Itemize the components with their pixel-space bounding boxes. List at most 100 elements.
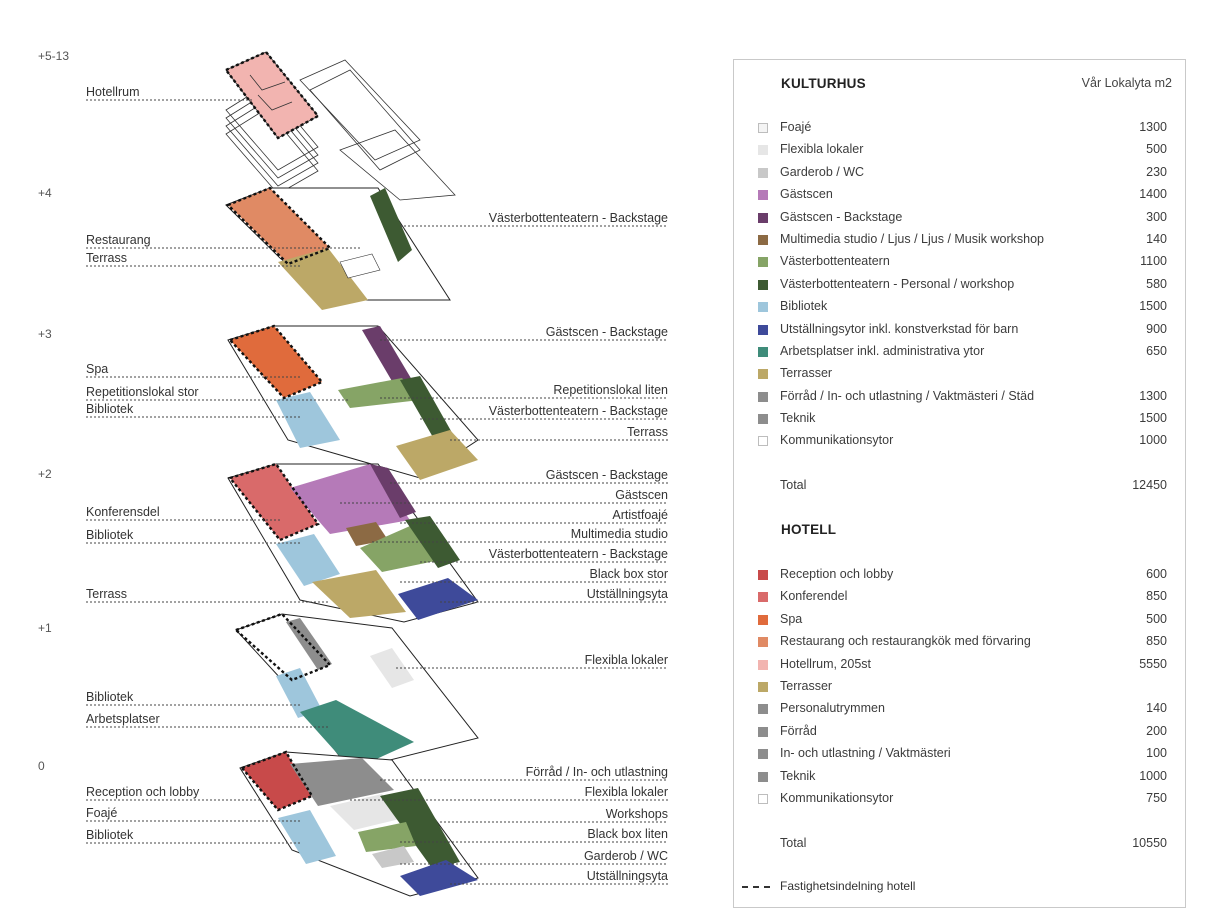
legend-value: 1300	[1139, 120, 1167, 134]
label-hotellrum: Hotellrum	[86, 85, 140, 99]
legend-value: 1000	[1139, 768, 1167, 783]
legend-row: Restaurang och restaurangkök med förvari…	[756, 633, 1167, 655]
label-l1-flexibla: Flexibla lokaler	[585, 653, 668, 667]
legend-value: 750	[1146, 790, 1167, 805]
legend-label: Terrasser	[780, 366, 833, 381]
color-swatch	[758, 279, 768, 290]
label-l2-multimedia: Multimedia studio	[571, 527, 668, 541]
color-swatch	[758, 659, 768, 670]
color-swatch	[758, 704, 768, 715]
color-swatch	[758, 145, 768, 156]
label-restaurang: Restaurang	[86, 233, 151, 247]
legend-value: 900	[1146, 321, 1167, 336]
legend-label: Restaurang och restaurangkök med förvari…	[780, 634, 1031, 649]
color-swatch	[758, 257, 768, 268]
legend-label: Förråd	[780, 723, 817, 738]
label-l3-rep-stor: Repetitionslokal stor	[86, 385, 199, 399]
floor-plate-level-3	[227, 324, 479, 480]
label-l2-utstallning: Utställningsyta	[587, 587, 668, 601]
color-swatch	[758, 167, 768, 178]
label-l2-artistfoaje: Artistfoajé	[612, 508, 668, 522]
footnote: Fastighetsindelning hotell	[742, 879, 915, 893]
label-l3-bibliotek: Bibliotek	[86, 402, 134, 416]
legend-label: Terrasser	[780, 678, 833, 693]
callout-labels: Hotellrum Västerbottenteatern - Backstag…	[86, 85, 668, 883]
label-l2-bibliotek: Bibliotek	[86, 528, 134, 542]
legend-label: Kommunikationsytor	[780, 433, 894, 448]
label-l1-arbetsplatser: Arbetsplatser	[86, 712, 160, 726]
label-l3-gastscen-backstage: Gästscen - Backstage	[546, 325, 668, 339]
axonometric-floor-diagram: .lead { stroke:#444; stroke-width:0.9; s…	[38, 49, 668, 897]
floor-plate-level-0	[239, 750, 479, 897]
label-l0-flexibla: Flexibla lokaler	[585, 785, 668, 799]
legend-row: Västerbottenteatern - Personal / worksho…	[756, 276, 1167, 298]
legend-row: Teknik 1500	[756, 410, 1167, 432]
total-label: Total	[780, 836, 807, 850]
color-swatch	[758, 749, 768, 760]
label-l0-foaje: Foajé	[86, 806, 117, 820]
legend-label: Hotellrum, 205st	[780, 656, 872, 671]
legend-row: Förråd / In- och utlastning / Vaktmäster…	[756, 388, 1167, 410]
legend-row: Multimedia studio / Ljus / Ljus / Musik …	[756, 231, 1167, 253]
color-swatch	[758, 592, 768, 603]
legend-row: Utställningsytor inkl. konstverkstad för…	[756, 321, 1167, 343]
legend-value: 1400	[1139, 187, 1167, 202]
label-l2-blackbox-stor: Black box stor	[589, 567, 668, 581]
dashed-line-symbol	[742, 885, 770, 888]
color-swatch	[758, 793, 768, 804]
label-l2-konferensdel: Konferensdel	[86, 505, 160, 519]
label-l1-bibliotek: Bibliotek	[86, 690, 134, 704]
callout-leaders	[86, 99, 668, 885]
legend-value: 1500	[1139, 299, 1167, 314]
color-swatch	[758, 302, 768, 313]
label-l0-blackbox-liten: Black box liten	[587, 827, 668, 841]
legend-label: Flexibla lokaler	[780, 142, 864, 157]
legend-label: Gästscen - Backstage	[780, 209, 903, 224]
label-l2-gastscen-backstage: Gästscen - Backstage	[546, 468, 668, 482]
legend-label: Spa	[780, 611, 803, 626]
floor-plate-level-5-13	[224, 50, 456, 201]
color-swatch	[758, 771, 768, 782]
color-swatch	[758, 212, 768, 223]
label-l2-backstage: Västerbottenteatern - Backstage	[489, 547, 668, 561]
legend-label: Teknik	[780, 411, 816, 426]
total-label: Total	[780, 478, 807, 492]
label-l3-terrass: Terrass	[627, 425, 668, 439]
label-l3-rep-liten: Repetitionslokal liten	[553, 383, 668, 397]
color-swatch	[758, 414, 768, 425]
color-swatch	[758, 436, 768, 447]
level-label: +1	[38, 621, 52, 635]
label-l0-workshops: Workshops	[606, 807, 668, 821]
legend-value: 850	[1146, 634, 1167, 649]
level-label: +2	[38, 467, 52, 481]
legend-label: Västerbottenteatern - Personal / worksho…	[780, 276, 1015, 291]
legend-label: Västerbottenteatern	[780, 254, 890, 269]
color-swatch	[758, 123, 768, 133]
kulturhus-title: KULTURHUS	[781, 76, 866, 91]
legend-value: 500	[1146, 142, 1167, 157]
label-l0-reception: Reception och lobby	[86, 785, 200, 799]
color-swatch	[758, 324, 768, 335]
legend-label: Gästscen	[780, 187, 833, 202]
legend-value: 200	[1146, 723, 1167, 738]
legend-value: 1300	[1139, 388, 1167, 403]
level-label: +4	[38, 186, 52, 200]
color-swatch	[758, 369, 768, 380]
legend-label: Förråd / In- och utlastning / Vaktmäster…	[780, 388, 1035, 403]
hotell-total-row: Total 10550	[780, 836, 1167, 850]
legend-label: In- och utlastning / Vaktmästeri	[780, 746, 951, 761]
legend-value: 1500	[1139, 411, 1167, 426]
